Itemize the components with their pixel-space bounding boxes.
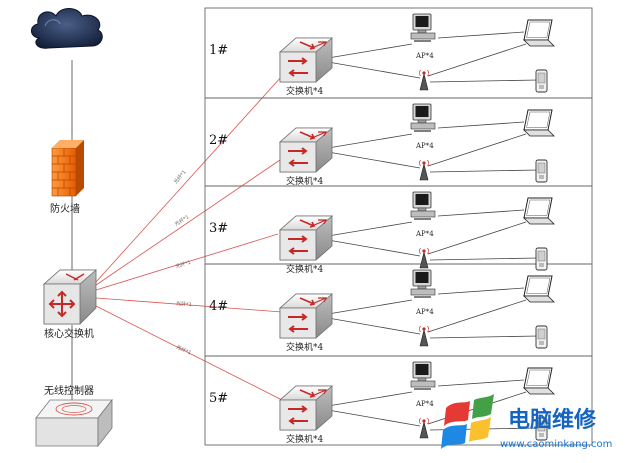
- access-point-icon: [419, 325, 429, 347]
- fiber-link-floor-5: [95, 305, 283, 401]
- floor-number: 5#: [209, 391, 228, 406]
- fiber-link-floor-1: [95, 75, 283, 283]
- link-ap-phone: [429, 335, 539, 339]
- switch-icon: [279, 37, 333, 83]
- desktop-pc-icon: [410, 269, 436, 298]
- firewall-icon: [51, 140, 84, 197]
- ap-label: AP*4: [415, 142, 434, 150]
- desktop-pc-icon: [410, 191, 436, 220]
- switch-icon: [279, 293, 333, 339]
- ap-label: AP*4: [415, 52, 434, 60]
- floor-row-2: 2# 交换机*4 AP*4: [209, 103, 555, 187]
- laptop-icon: [523, 19, 555, 47]
- firewall-label: 防火墙: [50, 202, 80, 215]
- access-point-icon: [419, 69, 429, 91]
- fiber-links: [95, 75, 283, 401]
- fiber-link-floor-3: [95, 233, 279, 291]
- link-ap-laptop: [427, 221, 527, 255]
- link-ap-laptop: [427, 43, 527, 77]
- link-switch-pc: [327, 299, 413, 315]
- link-pc-laptop: [437, 287, 525, 295]
- phone-icon: [535, 69, 548, 93]
- floors-frame: [204, 7, 593, 446]
- fiber-link-label-3: 光纤*1: [175, 259, 192, 270]
- link-pc-laptop: [437, 121, 525, 129]
- switch-icon: [279, 215, 333, 261]
- link-ap-phone: [429, 257, 539, 261]
- fiber-link-label-5: 光纤*1: [175, 343, 192, 356]
- floor-row-4: 4# 交换机*4 AP*4: [209, 269, 555, 353]
- link-ap-laptop: [427, 299, 527, 333]
- link-switch-ap: [327, 409, 421, 427]
- cloud-icon: [31, 8, 103, 49]
- floor-row-5: 5# 交换机*4 AP*4: [209, 361, 555, 445]
- phone-icon: [535, 159, 548, 183]
- link-switch-pc: [327, 133, 413, 149]
- core-switch-label: 核心交换机: [44, 327, 94, 340]
- switch-label: 交换机*4: [286, 175, 324, 187]
- floor-number: 3#: [209, 221, 228, 236]
- laptop-icon: [523, 197, 555, 225]
- desktop-pc-icon: [410, 13, 436, 42]
- link-ap-laptop: [427, 133, 527, 167]
- desktop-pc-icon: [410, 103, 436, 132]
- fiber-link-label-2: 光纤*1: [173, 213, 190, 227]
- link-switch-ap: [327, 151, 421, 169]
- link-pc-laptop: [437, 379, 525, 387]
- laptop-icon: [523, 109, 555, 137]
- access-point-icon: [419, 417, 429, 439]
- link-switch-pc: [327, 221, 413, 237]
- fiber-link-floor-4: [95, 297, 283, 313]
- switch-icon: [279, 385, 333, 431]
- phone-icon: [535, 247, 548, 271]
- link-ap-phone: [429, 79, 539, 83]
- floor-row-1: 1# 交换机*4 AP*4: [209, 13, 555, 97]
- link-ap-phone: [429, 169, 539, 173]
- switch-label: 交换机*4: [286, 85, 324, 97]
- wireless-controller-label: 无线控制器: [44, 384, 94, 397]
- watermark-title: 电脑维修: [508, 407, 597, 433]
- laptop-icon: [523, 275, 555, 303]
- link-pc-laptop: [437, 209, 525, 217]
- link-switch-ap: [327, 317, 421, 335]
- floor-number: 2#: [209, 133, 228, 148]
- ap-label: AP*4: [415, 400, 434, 408]
- access-point-icon: [419, 159, 429, 181]
- link-switch-ap: [327, 239, 421, 257]
- floor-row-3: 3# 交换机*4 AP*4: [209, 191, 555, 275]
- desktop-pc-icon: [410, 361, 436, 390]
- phone-icon: [535, 325, 548, 349]
- floor-number: 1#: [209, 43, 228, 58]
- link-switch-ap: [327, 61, 421, 79]
- wireless-controller-icon: [35, 398, 113, 448]
- windows-logo-icon: [441, 394, 494, 449]
- access-point-icon: [419, 247, 429, 269]
- ap-label: AP*4: [415, 308, 434, 316]
- fiber-link-floor-2: [95, 159, 281, 286]
- ap-label: AP*4: [415, 230, 434, 238]
- switch-label: 交换机*4: [286, 263, 324, 275]
- floor-rows: 1#交换机*4AP*42#交换机*4AP*43#交换机*4AP*44#交换机*4…: [209, 13, 555, 445]
- laptop-icon: [523, 367, 555, 395]
- link-switch-pc: [327, 391, 413, 407]
- core-switch-icon: [42, 269, 98, 325]
- watermark-url: www.caominkang.com: [500, 439, 612, 450]
- fiber-link-label-4: 光纤*1: [176, 300, 192, 308]
- watermark: 电脑维修 www.caominkang.com: [441, 394, 612, 450]
- switch-label: 交换机*4: [286, 341, 324, 353]
- floor-number: 4#: [209, 299, 228, 314]
- switch-label: 交换机*4: [286, 433, 324, 445]
- link-pc-laptop: [437, 31, 525, 39]
- switch-icon: [279, 127, 333, 173]
- link-switch-pc: [327, 43, 413, 59]
